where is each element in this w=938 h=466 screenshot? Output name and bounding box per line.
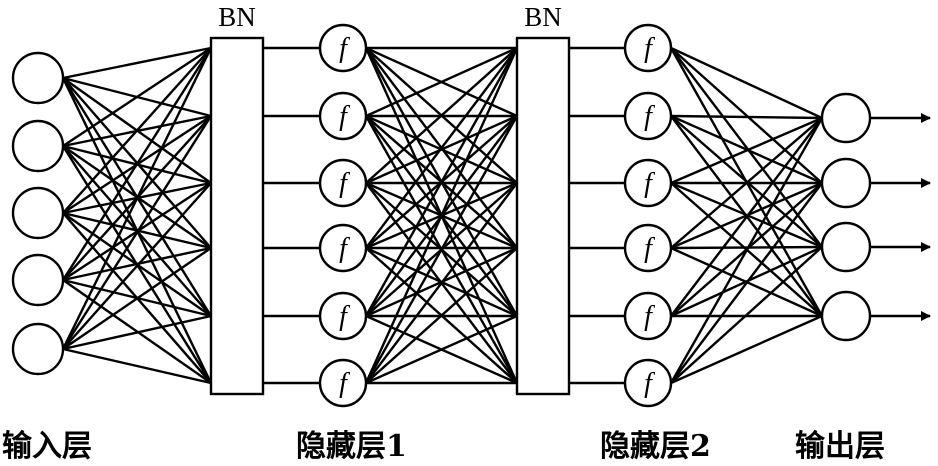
- bn-box-2: [515, 36, 571, 396]
- hidden2-node-4: [623, 291, 673, 341]
- hidden1-node-4: [318, 291, 368, 341]
- output-node-1: [820, 157, 872, 209]
- edge-hidden2-4-output-0: [670, 117, 823, 317]
- output-node-0: [820, 92, 872, 144]
- bn-box-1: [209, 36, 265, 396]
- hidden2-node-0: [623, 23, 673, 73]
- hidden2-node-2: [623, 158, 673, 208]
- edge-hidden2-3-output-2: [670, 245, 823, 250]
- edge-input-4-bn1-4: [62, 314, 212, 351]
- hidden1-node-4-symbol: f: [339, 301, 350, 332]
- edge-hidden2-2-output-0: [670, 116, 823, 185]
- hidden1-node-3-symbol: f: [339, 233, 350, 264]
- hidden1-node-1: [318, 91, 368, 141]
- edge-input-2-bn1-0: [62, 47, 212, 214]
- hidden1-node-0-symbol: f: [339, 33, 350, 64]
- hidden1-node-5: [318, 358, 368, 408]
- batch-norm-boxes: [209, 36, 571, 396]
- output-node-2: [820, 221, 872, 273]
- bn-label-1: BN: [218, 2, 256, 32]
- edge-input-4-bn1-5: [62, 347, 212, 385]
- edge-input-4-bn1-1: [61, 115, 213, 350]
- hidden2-node-2-symbol: f: [644, 168, 655, 199]
- diagram-labels: BN BN: [218, 2, 562, 32]
- output-layer-caption: 输出层: [795, 429, 885, 464]
- edge-input-0-bn1-0: [62, 46, 212, 80]
- edge-hidden2-0-output-2: [670, 47, 823, 248]
- edge-hidden1-5-bn2-0: [364, 47, 519, 384]
- edge-hidden2-5-output-3: [670, 314, 823, 385]
- input-node-4: [11, 322, 65, 376]
- edge-input-4-bn1-0: [61, 47, 213, 350]
- edge-hidden2-5-output-1: [670, 182, 823, 384]
- hidden1-node-0: [318, 23, 368, 73]
- bn-label-2: BN: [524, 2, 562, 32]
- edge-hidden2-1-output-0: [670, 114, 823, 120]
- hidden2-node-0-symbol: f: [644, 33, 655, 64]
- hidden1-node-2-symbol: f: [339, 168, 350, 199]
- edge-hidden1-2-bn2-0: [365, 47, 518, 184]
- edge-hidden1-5-bn2-3: [365, 247, 518, 384]
- edge-hidden1-4-bn2-0: [364, 47, 519, 317]
- hidden2-node-5: [623, 358, 673, 408]
- input-node-1: [11, 119, 65, 173]
- edge-hidden1-1-bn2-0: [365, 46, 518, 118]
- hidden2-node-3: [623, 223, 673, 273]
- edge-input-3-bn1-0: [61, 47, 213, 281]
- hidden1-node-1-symbol: f: [339, 101, 350, 132]
- hidden2-node-5-symbol: f: [644, 368, 655, 399]
- hidden2-node-4-symbol: f: [644, 301, 655, 332]
- hidden1-node-3: [318, 223, 368, 273]
- hidden1-node-2: [318, 158, 368, 208]
- edge-hidden2-5-output-0: [669, 117, 824, 384]
- edge-input-4-bn1-3: [62, 247, 212, 350]
- edge-input-4-bn1-2: [62, 182, 212, 350]
- hidden-layer-1-caption: 隐藏层1: [296, 429, 407, 464]
- hidden-layer-2-caption: 隐藏层2: [600, 429, 711, 464]
- input-layer-caption: 输入层: [2, 429, 92, 464]
- input-node-3: [11, 253, 65, 307]
- hidden2-node-3-symbol: f: [644, 233, 655, 264]
- edge-hidden2-0-output-0: [670, 46, 823, 120]
- edge-hidden1-5-bn2-4: [365, 314, 518, 385]
- hidden2-node-1: [623, 91, 673, 141]
- edge-hidden1-5-bn2-1: [364, 115, 519, 384]
- input-node-0: [11, 51, 65, 105]
- edge-hidden1-3-bn2-0: [365, 47, 518, 249]
- input-node-2: [11, 186, 65, 240]
- connection-lines: [61, 46, 931, 385]
- edge-input-3-bn1-3: [62, 246, 212, 282]
- edge-hidden2-5-output-2: [670, 246, 823, 384]
- edge-hidden1-5-bn2-2: [365, 182, 518, 384]
- neuron-nodes: f f f f f f f f f f f f: [11, 23, 872, 408]
- hidden1-node-5-symbol: f: [339, 368, 350, 399]
- output-node-3: [820, 290, 872, 342]
- edge-input-1-bn1-0: [62, 46, 212, 148]
- edge-hidden2-3-output-0: [670, 117, 823, 249]
- hidden2-node-1-symbol: f: [644, 101, 655, 132]
